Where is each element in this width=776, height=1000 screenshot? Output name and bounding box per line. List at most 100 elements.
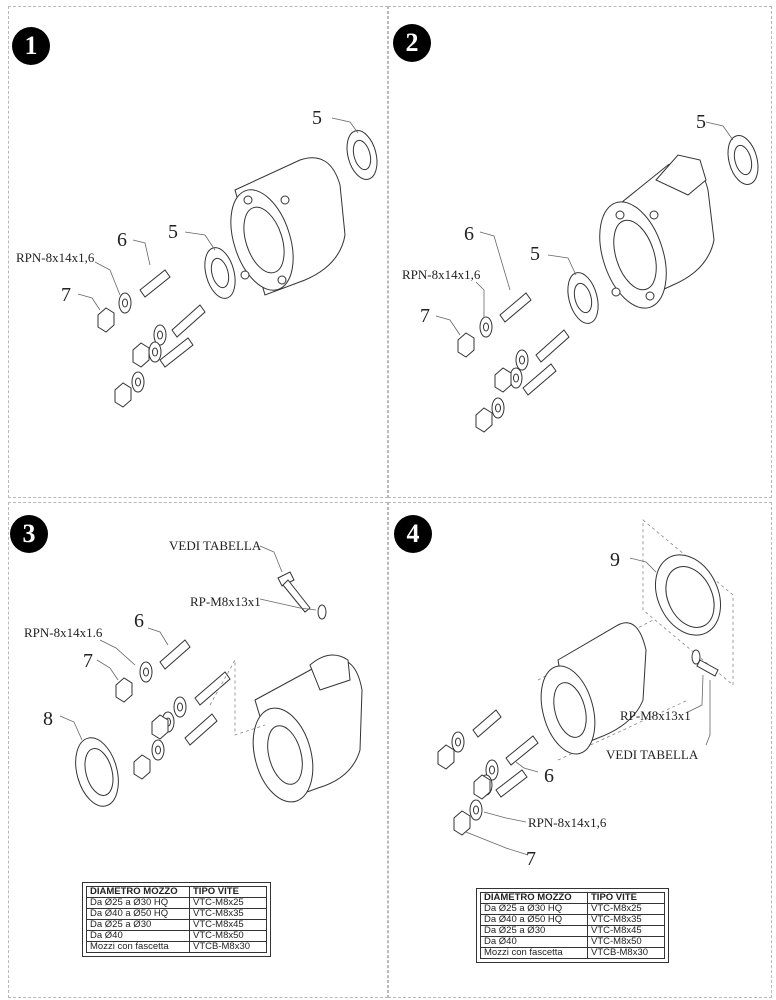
label-7: 7 — [420, 305, 430, 327]
washers — [479, 316, 529, 419]
table-header-row: DIAMETRO MOZZO TIPO VITE — [480, 892, 665, 904]
label-5-left: 5 — [530, 243, 540, 265]
washers — [118, 292, 167, 393]
bearing-5-left — [204, 247, 236, 299]
panel-3-number-badge: 3 — [10, 515, 48, 553]
studs — [159, 639, 231, 746]
hub-body — [252, 654, 363, 803]
label-vedi-tabella: VEDI TABELLA — [169, 538, 262, 553]
cell-tipo-vite: VTC-M8x45 — [189, 919, 267, 931]
cell-diametro: Da Ø25 a Ø30 HQ — [480, 903, 588, 915]
panel-4-frame — [388, 502, 772, 998]
nuts — [437, 744, 491, 836]
cell-diametro: Mozzi con fascetta — [86, 941, 190, 953]
clamp-collar-9 — [655, 554, 721, 636]
label-vedi-tabella: VEDI TABELLA — [606, 747, 699, 762]
hub-body — [230, 157, 346, 296]
panel-3-frame — [8, 502, 388, 998]
cell-diametro: Da Ø40 — [480, 936, 588, 948]
panel-2-drawing: 5 5 6 RPN-8x14x1,6 7 — [402, 111, 759, 433]
bearing-5-right — [727, 135, 759, 185]
label-7: 7 — [526, 848, 536, 870]
label-5-left: 5 — [168, 221, 178, 243]
cell-tipo-vite: VTC-M8x35 — [587, 914, 665, 926]
bearing-5-right — [346, 130, 378, 180]
studs — [472, 709, 539, 798]
spec-table: DIAMETRO MOZZO TIPO VITE Da Ø25 a Ø30 HQ… — [480, 892, 665, 959]
label-rpn-washer: RPN-8x14x1,6 — [402, 267, 481, 282]
header-tipo-vite: TIPO VITE — [189, 886, 267, 898]
nuts — [97, 307, 150, 408]
cell-tipo-vite: VTC-M8x25 — [587, 903, 665, 915]
label-rpn-washer: RPN-8x14x1.6 — [24, 625, 103, 640]
cell-tipo-vite: VTC-M8x50 — [189, 930, 267, 942]
label-8: 8 — [43, 708, 53, 730]
panel-1-number-badge: 1 — [12, 27, 50, 65]
bearing-5-left — [567, 272, 599, 324]
label-6: 6 — [117, 229, 127, 251]
panel-1: 1 — [0, 0, 388, 500]
nuts — [457, 332, 512, 433]
studs — [139, 269, 206, 368]
cell-tipo-vite: VTC-M8x35 — [189, 908, 267, 920]
label-5-right: 5 — [312, 107, 322, 129]
cell-diametro: Da Ø40 a Ø50 HQ — [480, 914, 588, 926]
label-5-right: 5 — [696, 111, 706, 133]
spec-table: DIAMETRO MOZZO TIPO VITE Da Ø25 a Ø30 HQ… — [86, 886, 267, 953]
studs — [499, 292, 570, 396]
panel-1-drawing: 5 5 6 RPN-8x14x1,6 7 — [16, 107, 378, 408]
hub-body — [599, 154, 715, 309]
header-tipo-vite: TIPO VITE — [587, 892, 665, 904]
cell-tipo-vite: VTCB-M8x30 — [587, 947, 665, 959]
label-6: 6 — [544, 765, 554, 787]
washers — [139, 661, 187, 761]
panel-2: 2 — [388, 0, 776, 500]
table-header-row: DIAMETRO MOZZO TIPO VITE — [86, 886, 267, 898]
cell-diametro: Da Ø25 a Ø30 — [480, 925, 588, 937]
panel-4-drawing: 9 RP-M8x13x1 VEDI TABELLA 6 RPN-8x14x1,6… — [437, 519, 734, 870]
panel-1-frame — [8, 6, 388, 498]
cell-tipo-vite: VTC-M8x25 — [189, 897, 267, 909]
panel-2-number-badge: 2 — [393, 24, 431, 62]
header-diametro-mozzo: DIAMETRO MOZZO — [86, 886, 190, 898]
label-9: 9 — [610, 549, 620, 571]
nuts — [115, 677, 169, 780]
ring-nut-8 — [75, 737, 119, 807]
hub-body — [540, 622, 647, 755]
washers — [451, 731, 499, 821]
label-rp-washer: RP-M8x13x1 — [190, 594, 261, 609]
clamp-bolt — [277, 571, 327, 620]
label-6: 6 — [134, 610, 144, 632]
label-7: 7 — [61, 284, 71, 306]
cell-tipo-vite: VTCB-M8x30 — [189, 941, 267, 953]
label-rpn-washer: RPN-8x14x1,6 — [16, 250, 95, 265]
panel-3-drawing: VEDI TABELLA RP-M8x13x1 RPN-8x14x1.6 6 7… — [24, 538, 363, 807]
cell-diametro: Mozzi con fascetta — [480, 947, 588, 959]
label-rpn-washer: RPN-8x14x1,6 — [528, 815, 607, 830]
panel-2-frame — [388, 6, 772, 498]
label-6: 6 — [464, 223, 474, 245]
label-rp-washer: RP-M8x13x1 — [620, 708, 691, 723]
panel-3: 3 — [0, 500, 388, 1000]
cell-tipo-vite: VTC-M8x50 — [587, 936, 665, 948]
spec-table-wrapper: DIAMETRO MOZZO TIPO VITE Da Ø25 a Ø30 HQ… — [476, 888, 669, 963]
cell-tipo-vite: VTC-M8x45 — [587, 925, 665, 937]
panel-4-number-badge: 4 — [394, 515, 432, 553]
cell-diametro: Da Ø40 — [86, 930, 190, 942]
label-7: 7 — [83, 650, 93, 672]
clamp-bolt — [691, 649, 719, 677]
header-diametro-mozzo: DIAMETRO MOZZO — [480, 892, 588, 904]
panel-4: 4 — [388, 500, 776, 1000]
cell-diametro: Da Ø40 a Ø50 HQ — [86, 908, 190, 920]
cell-diametro: Da Ø25 a Ø30 HQ — [86, 897, 190, 909]
